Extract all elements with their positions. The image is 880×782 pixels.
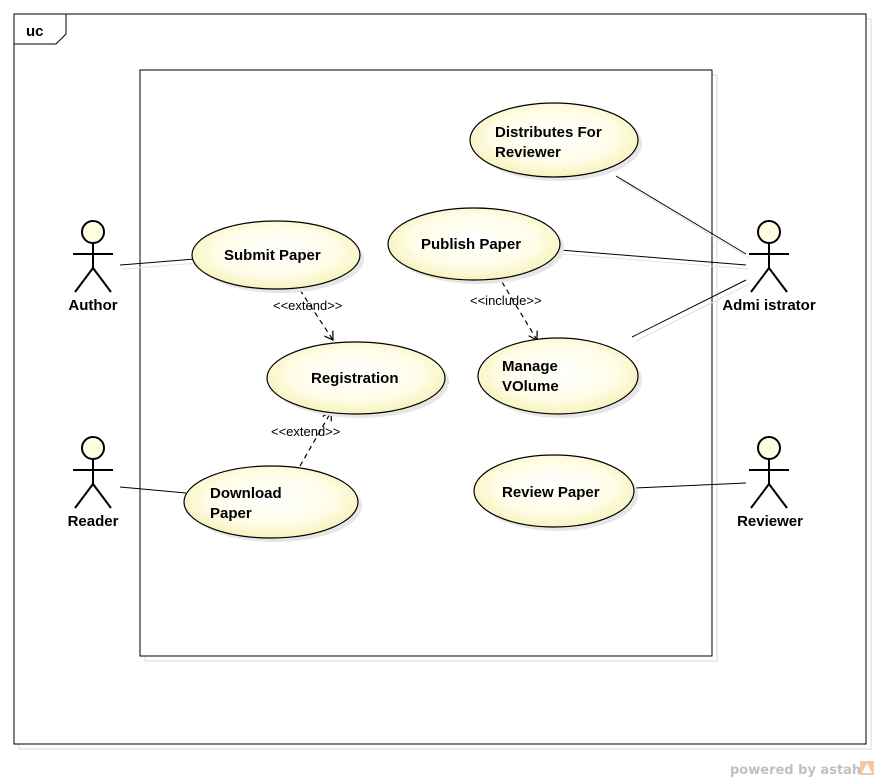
association-shadows: [122, 179, 750, 342]
usecase-manage-line2: VOlume: [502, 378, 559, 395]
usecase-distributes[interactable]: Distributes For Reviewer: [469, 102, 642, 181]
include-arrow-publish: [501, 281, 538, 341]
frame-tag: uc: [26, 23, 44, 40]
assoc-reviewer-review: [633, 482, 747, 489]
usecase-distributes-line2: Reviewer: [495, 144, 561, 161]
extend-label-download: <<extend>>: [271, 424, 340, 439]
actor-author-label: Author: [68, 297, 117, 314]
astah-logo-icon: [860, 761, 874, 775]
actor-administrator-label: Admi istrator: [722, 297, 816, 314]
actor-reader-label: Reader: [68, 513, 119, 530]
associations: [119, 175, 747, 494]
assoc-admin-distributes: [615, 175, 747, 255]
usecase-download-line2: Paper: [210, 505, 252, 522]
usecase-download-paper[interactable]: Download Paper: [183, 465, 362, 542]
usecase-publish-label: Publish Paper: [421, 236, 521, 253]
usecase-publish-paper[interactable]: Publish Paper: [387, 207, 564, 284]
extend-label-submit: <<extend>>: [273, 298, 342, 313]
usecase-manage-volume[interactable]: Manage VOlume: [477, 337, 642, 418]
usecase-distributes-line1: Distributes For: [495, 124, 602, 141]
extend-arrow-download: [299, 411, 332, 467]
usecase-submit-paper[interactable]: Submit Paper: [191, 220, 364, 293]
actor-reader[interactable]: [73, 436, 113, 509]
usecase-registration[interactable]: Registration: [266, 341, 449, 418]
assoc-admin-publish: [559, 249, 747, 266]
usecase-registration-label: Registration: [311, 370, 399, 387]
include-label-publish: <<include>>: [470, 293, 542, 308]
usecase-review-label: Review Paper: [502, 484, 600, 501]
dependencies: [299, 281, 538, 467]
usecase-download-line1: Download: [210, 485, 282, 502]
actor-author[interactable]: [73, 220, 113, 293]
actor-reviewer-label: Reviewer: [737, 513, 803, 530]
astah-watermark: powered by astah*: [730, 763, 868, 778]
assoc-admin-manage: [631, 279, 747, 338]
usecase-review-paper[interactable]: Review Paper: [473, 454, 638, 531]
actor-administrator[interactable]: [749, 220, 789, 293]
usecase-manage-line1: Manage: [502, 358, 558, 375]
assoc-reader-download: [119, 486, 187, 494]
extend-arrow-submit: [299, 289, 334, 341]
assoc-author-submit: [119, 258, 196, 266]
usecase-submit-label: Submit Paper: [224, 247, 321, 264]
actor-reviewer[interactable]: [749, 436, 789, 509]
